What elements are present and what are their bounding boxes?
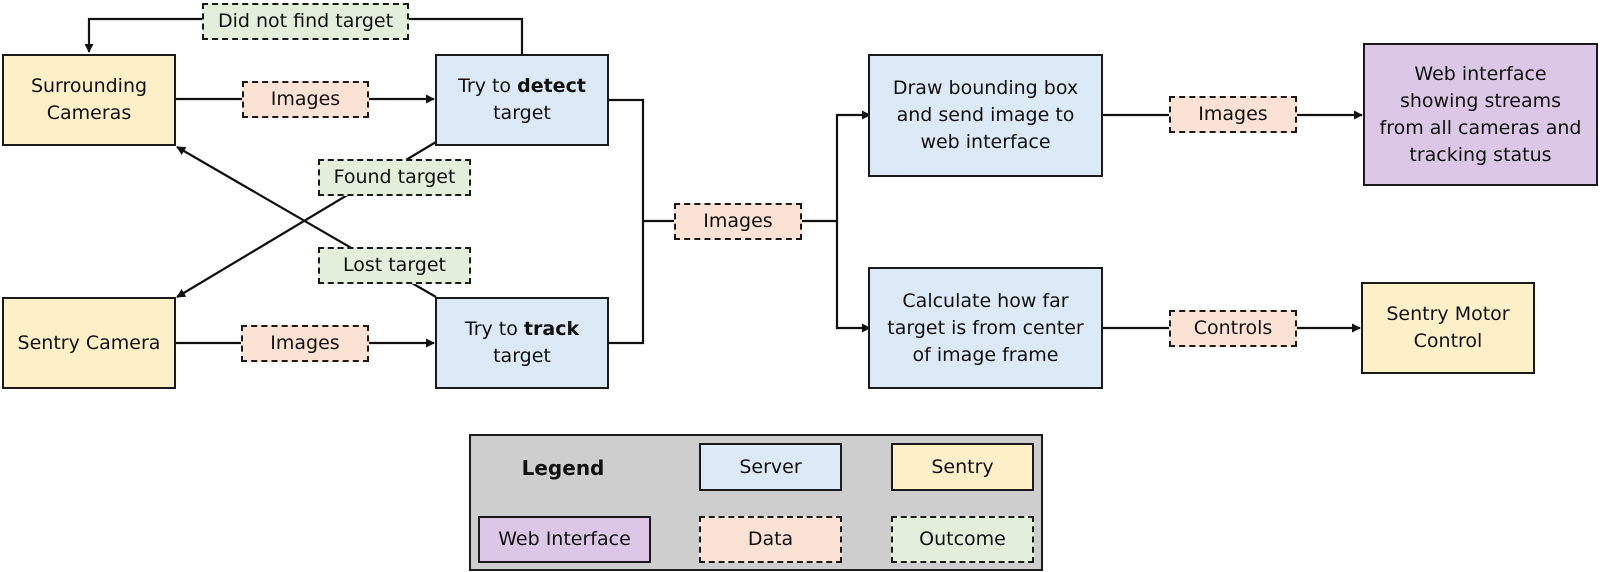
track-suffix: target [493,345,551,367]
edge-label-images-to-web: Images [1169,96,1297,133]
edge-label-images-merge: Images [674,203,802,240]
edge-label-found-target: Found target [318,159,471,196]
legend-data-label: Data [747,528,794,550]
legend-server-label: Server [739,455,802,478]
edge-label-lost-target-text: Lost target [342,254,447,276]
legend-outcome: Outcome [891,516,1034,563]
node-sentry-camera[interactable]: Sentry Camera [2,297,176,389]
legend-sentry: Sentry [891,443,1034,491]
legend-outcome-label: Outcome [919,528,1006,550]
node-calculate-distance-label: Calculate how far target is from center … [887,289,1084,366]
node-try-detect[interactable]: Try to detect target [435,54,609,146]
edge-label-did-not-find: Did not find target [202,3,409,40]
edge-label-controls-text: Controls [1193,317,1273,339]
node-draw-bounding-box[interactable]: Draw bounding box and send image to web … [868,54,1103,177]
node-sentry-motor-control[interactable]: Sentry Motor Control [1361,282,1535,374]
track-keyword: track [523,318,580,340]
edge-label-found-target-text: Found target [333,166,456,188]
node-sentry-motor-label: Sentry Motor Control [1386,303,1510,352]
edge-label-lost-target: Lost target [318,247,471,284]
node-try-track-label: Try to track target [452,316,592,370]
node-try-detect-label: Try to detect target [452,73,592,127]
legend-data: Data [699,516,842,563]
edge-label-images-merge-text: Images [703,210,773,232]
edge-split-to-calc [835,221,871,333]
edge-label-images-bottom-text: Images [270,332,340,354]
node-web-interface[interactable]: Web interface showing streams from all c… [1363,43,1598,186]
detect-keyword: detect [517,75,586,97]
node-draw-bounding-box-label: Draw bounding box and send image to web … [892,77,1079,153]
node-surrounding-cameras[interactable]: Surrounding Cameras [2,54,176,146]
edge-split-to-draw [835,110,871,221]
edge-label-images-top: Images [242,81,369,118]
detect-suffix: target [493,102,551,124]
legend-title: Legend [521,456,605,480]
node-web-interface-label: Web interface showing streams from all c… [1379,62,1582,166]
node-calculate-distance[interactable]: Calculate how far target is from center … [868,267,1103,389]
legend-web-interface: Web Interface [478,516,651,563]
detect-prefix: Try to [458,75,512,97]
node-surrounding-cameras-label: Surrounding Cameras [30,75,148,124]
edge-label-did-not-find-text: Did not find target [217,10,394,32]
edge-detect-merge [608,98,645,345]
node-sentry-camera-label: Sentry Camera [17,331,161,354]
legend-web-interface-label: Web Interface [498,528,631,550]
legend-sentry-label: Sentry [931,455,994,478]
edge-label-images-bottom: Images [241,325,369,362]
track-prefix: Try to [464,318,518,340]
edge-label-images-to-web-text: Images [1198,103,1268,125]
edge-label-controls: Controls [1169,310,1297,347]
node-try-track[interactable]: Try to track target [435,297,609,389]
edge-label-images-top-text: Images [270,88,341,110]
legend-server: Server [699,443,842,491]
